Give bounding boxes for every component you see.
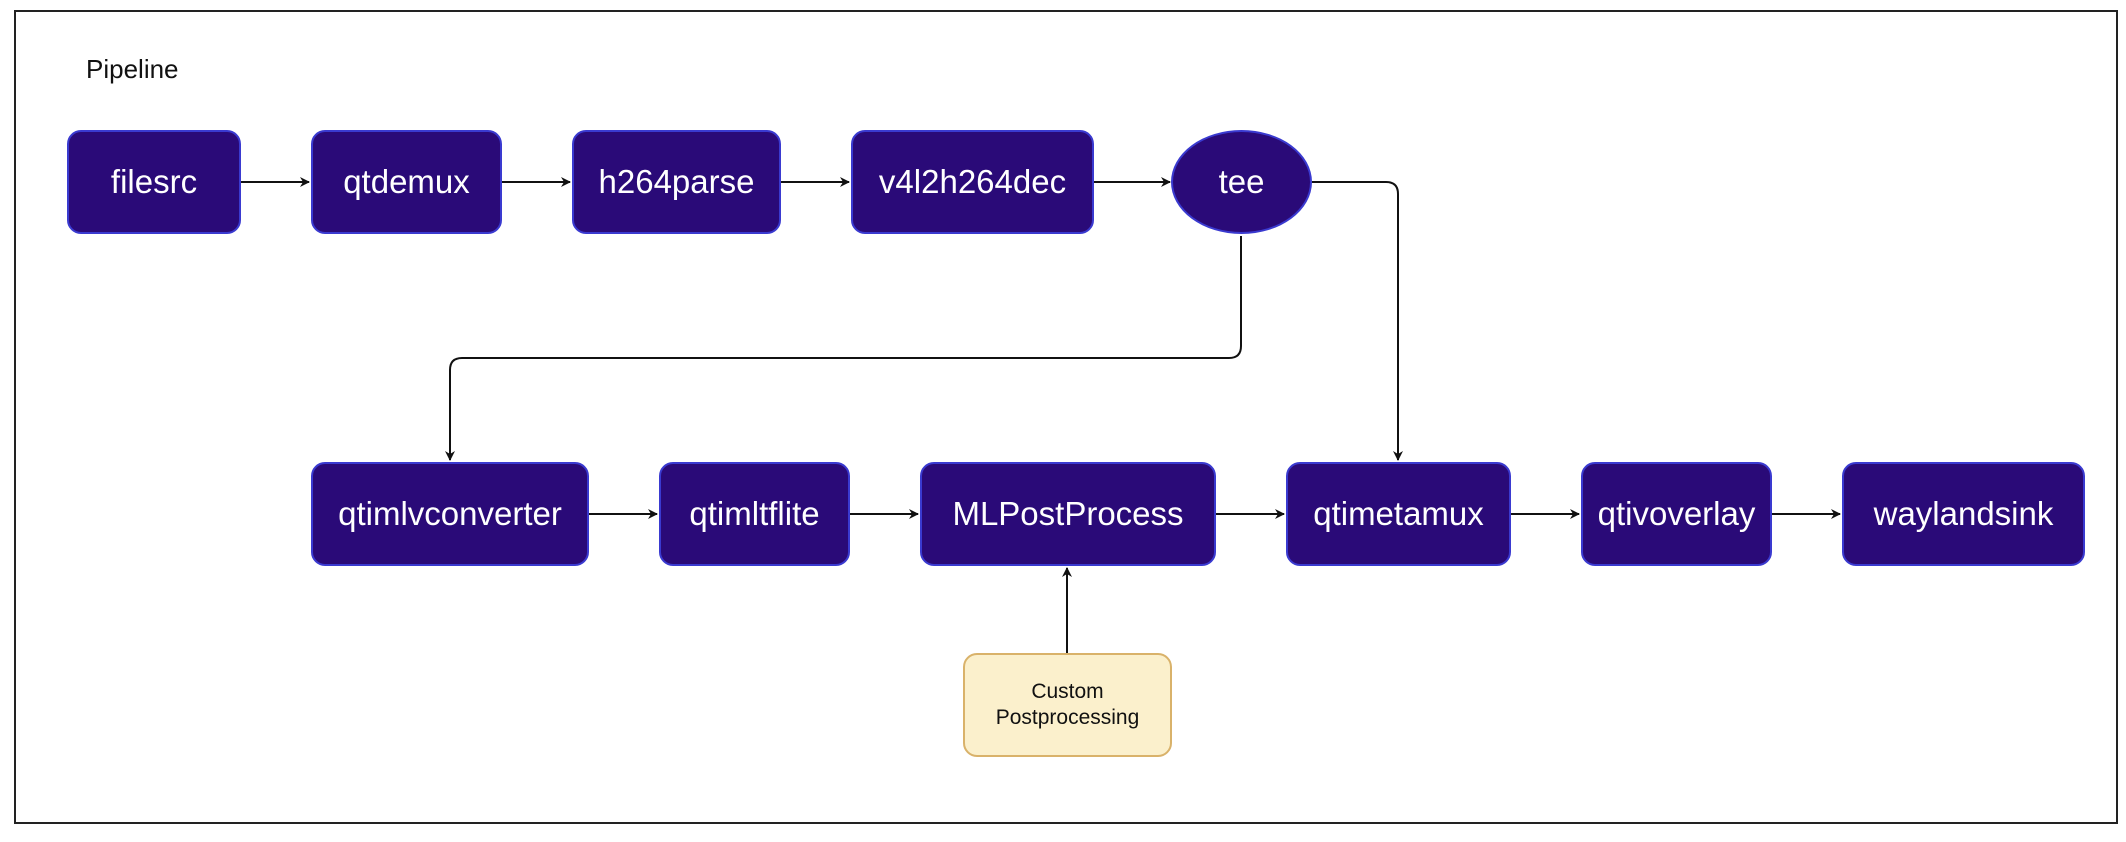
pipeline-frame [14, 10, 2118, 824]
node-qtivoverlay[interactable]: qtivoverlay [1581, 462, 1772, 566]
node-qtimltflite[interactable]: qtimltflite [659, 462, 850, 566]
note-custom-postprocessing[interactable]: Custom Postprocessing [963, 653, 1172, 757]
node-qtdemux[interactable]: qtdemux [311, 130, 502, 234]
edge-tee-qtimetamux [1312, 181, 1403, 461]
note-line-1: Custom [1031, 680, 1104, 703]
node-waylandsink[interactable]: waylandsink [1842, 462, 2085, 566]
node-filesrc[interactable]: filesrc [67, 130, 241, 234]
node-qtimetamux[interactable]: qtimetamux [1286, 462, 1511, 566]
node-qtimlvconverter[interactable]: qtimlvconverter [311, 462, 589, 566]
edge-tee-qtimlvconverter [445, 236, 1242, 461]
node-h264parse[interactable]: h264parse [572, 130, 781, 234]
node-mlpostprocess[interactable]: MLPostProcess [920, 462, 1216, 566]
pipeline-title: Pipeline [86, 54, 179, 84]
node-tee[interactable]: tee [1171, 130, 1312, 234]
note-line-2: Postprocessing [995, 706, 1140, 729]
node-v4l2h264dec[interactable]: v4l2h264dec [851, 130, 1094, 234]
